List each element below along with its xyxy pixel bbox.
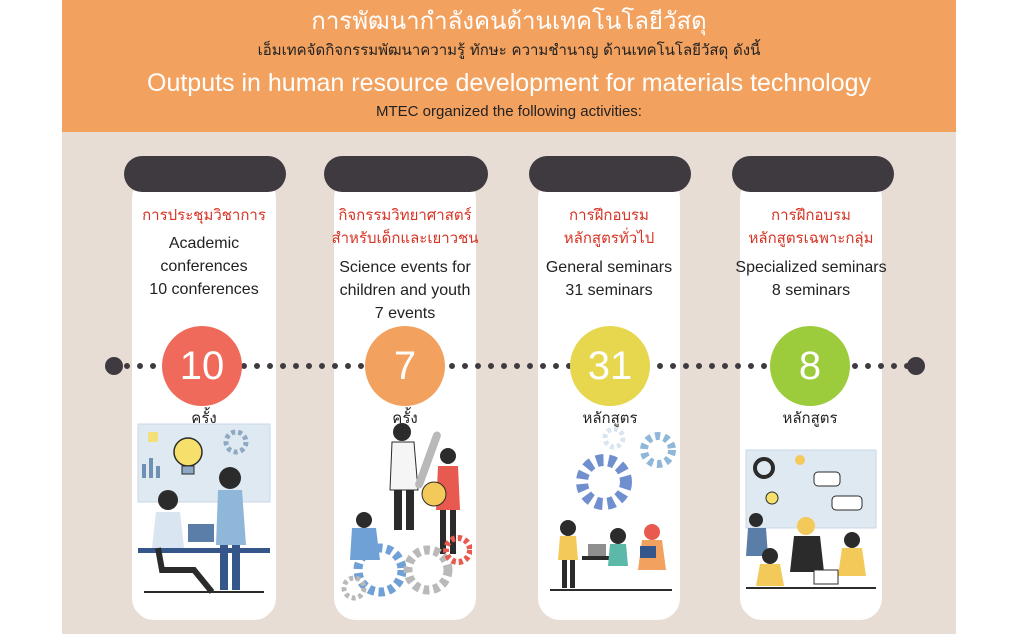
count-circle-3: 31 [570,326,650,406]
unit-label-3: หลักสูตร [582,409,638,427]
label-thai-1: การประชุมวิชาการ [142,206,266,224]
card-tab-2 [324,156,488,192]
count-circle-4: 8 [770,326,850,406]
label-thai-3: การฝึกอบรม หลักสูตรทั่วไป [563,206,655,247]
seminar-group-illustration [550,426,676,591]
card-tab-4 [732,156,894,192]
timeline-start-dot [105,357,123,375]
gears-teamwork-illustration [341,423,472,601]
brainstorm-team-illustration [745,449,877,589]
unit-label-1: ครั้ง [191,409,217,427]
label-thai-2: กิจกรรมวิทยาศาสตร์ สำหรับเด็กและเยาวชน [331,206,479,247]
header-banner: การพัฒนากำลังคนด้านเทคโนโลยีวัสดุ เอ็มเท… [62,0,956,132]
label-english-2: Science events for children and youth 7 … [339,259,471,322]
title-english: Outputs in human resource development fo… [147,69,871,97]
title-thai: การพัฒนากำลังคนด้านเทคโนโลยีวัสดุ [311,7,707,35]
card-tab-1 [124,156,286,192]
label-thai-4: การฝึกอบรม หลักสูตรเฉพาะกลุ่ม [748,206,874,247]
office-meeting-illustration [137,423,271,594]
unit-label-4: หลักสูตร [782,409,838,427]
subtitle-english: MTEC organized the following activities: [376,103,642,120]
label-english-3: General seminars 31 seminars [545,259,673,299]
count-circle-1: 10 [162,326,242,406]
subtitle-thai: เอ็มเทคจัดกิจกรรมพัฒนาความรู้ ทักษะ ความ… [257,41,761,59]
label-english-1: Academic conferences 10 conferences [149,235,259,298]
label-english-4: Specialized seminars 8 seminars [735,259,887,299]
count-circle-2: 7 [365,326,445,406]
timeline-end-dot [907,357,925,375]
card-tab-3 [529,156,691,192]
unit-label-2: ครั้ง [392,409,418,427]
